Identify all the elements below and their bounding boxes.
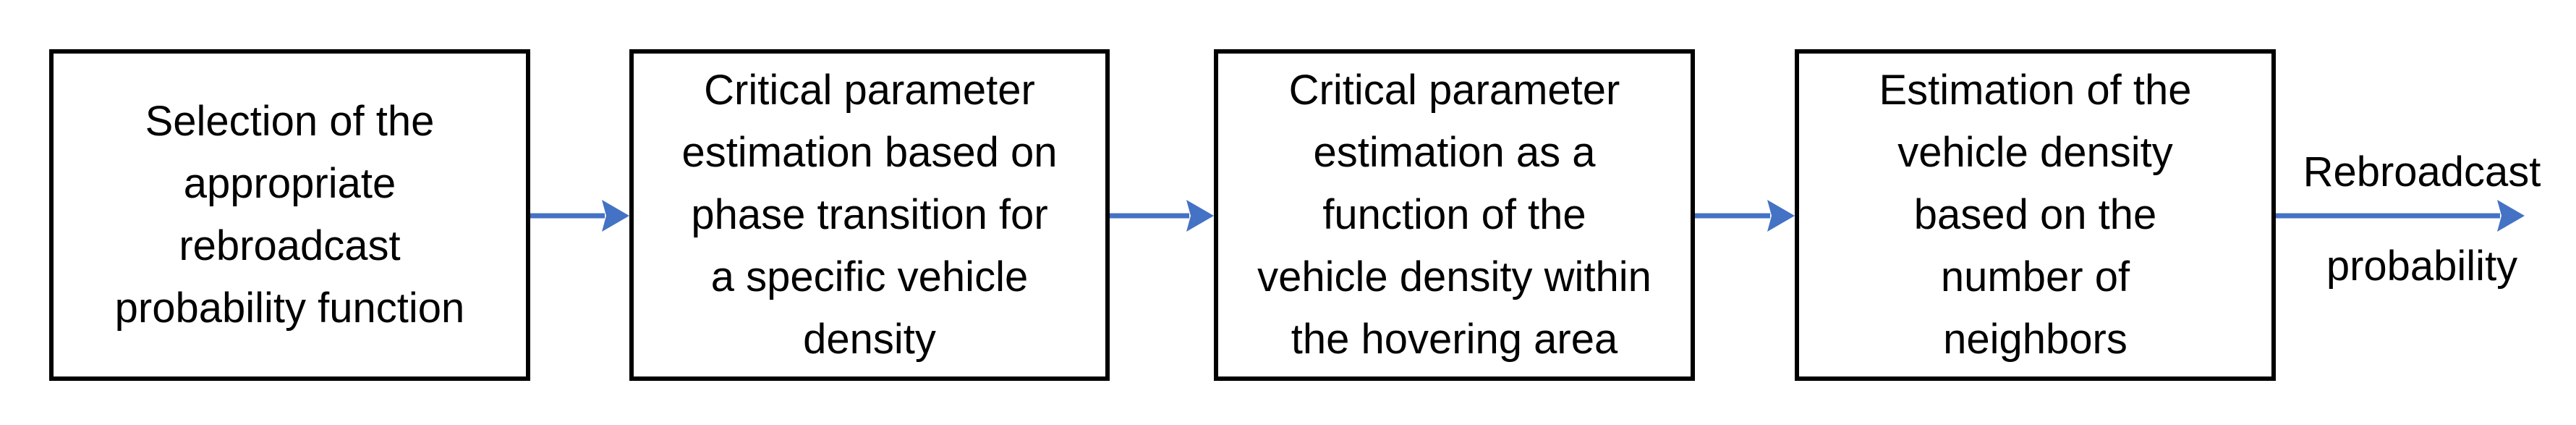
step-2-line-1: Critical parameter bbox=[704, 67, 1035, 114]
step-3-line-3: function of the bbox=[1322, 191, 1586, 238]
step-box-2: Critical parameter estimation based on p… bbox=[629, 49, 1110, 381]
step-4-line-2: vehicle density bbox=[1897, 129, 2173, 176]
step-4-line-5: neighbors bbox=[1943, 316, 2127, 363]
step-3-line-2: estimation as a bbox=[1313, 129, 1596, 176]
output-label-rebroadcast: Rebroadcast bbox=[2303, 148, 2541, 195]
step-box-3: Critical parameter estimation as a funct… bbox=[1214, 49, 1695, 381]
step-3-line-4: vehicle density within bbox=[1257, 253, 1652, 300]
step-3-line-1: Critical parameter bbox=[1288, 67, 1620, 114]
arrow-output bbox=[2276, 200, 2525, 232]
arrow-2-to-3 bbox=[1110, 200, 1214, 232]
step-box-4: Estimation of the vehicle density based … bbox=[1795, 49, 2276, 381]
step-2-line-2: estimation based on bbox=[681, 129, 1058, 176]
step-1-line-4: probability function bbox=[114, 285, 465, 332]
step-1-line-2: appropriate bbox=[183, 160, 396, 207]
step-4-line-4: number of bbox=[1940, 253, 2130, 300]
step-box-1: Selection of the appropriate rebroadcast… bbox=[49, 49, 530, 381]
step-1-line-1: Selection of the bbox=[145, 98, 435, 145]
step-2-line-4: a specific vehicle bbox=[710, 253, 1029, 300]
step-3-line-5: the hovering area bbox=[1291, 316, 1618, 363]
step-4-line-3: based on the bbox=[1913, 191, 2157, 238]
output-label-probability: probability bbox=[2326, 243, 2518, 290]
arrow-3-to-4 bbox=[1695, 200, 1795, 232]
step-2-line-3: phase transition for bbox=[691, 191, 1048, 238]
arrow-1-to-2 bbox=[530, 200, 629, 232]
step-4-line-1: Estimation of the bbox=[1879, 67, 2192, 114]
step-1-line-3: rebroadcast bbox=[179, 222, 401, 269]
step-2-line-5: density bbox=[803, 316, 936, 363]
